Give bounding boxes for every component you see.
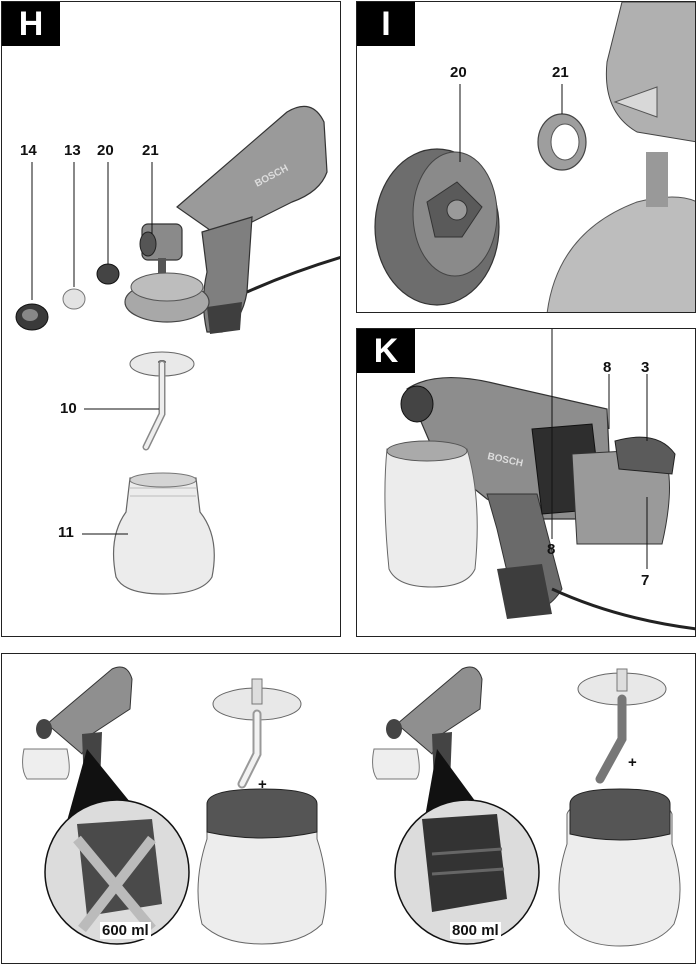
label-i-21: 21: [552, 64, 569, 81]
label-10: 10: [60, 400, 77, 417]
plus-left: +: [258, 776, 267, 793]
panel-i-tag: I: [357, 2, 415, 46]
plus-right: +: [628, 754, 637, 771]
panel-h-tag: H: [2, 2, 60, 46]
panel-h: H BOSCH: [1, 1, 341, 637]
label-11: 11: [58, 524, 74, 541]
gun-front-closeup-illustration: [546, 2, 695, 312]
capacity-800-label: 800 ml: [450, 922, 501, 939]
tube-with-disc-left-illustration: [212, 678, 302, 789]
panel-k-tag: K: [357, 329, 415, 373]
label-i-20: 20: [450, 64, 467, 81]
small-gun-left-illustration: [22, 666, 133, 786]
small-gun-right-illustration: [372, 666, 483, 786]
container-800-illustration: [558, 788, 681, 947]
nozzle-20-closeup-illustration: [374, 148, 500, 306]
container-600-illustration: [197, 788, 327, 945]
capacity-600-label: 600 ml: [100, 922, 151, 939]
nozzle-13-illustration: [62, 288, 86, 310]
label-20: 20: [97, 142, 114, 159]
tube-with-disc-right-illustration: [577, 668, 667, 784]
panel-bottom-illustration: [22, 666, 681, 947]
ring-21-closeup-illustration: [537, 113, 587, 171]
panel-k-illustration: BOSCH: [384, 329, 695, 631]
panel-i: I 20 21: [356, 1, 696, 313]
suction-tube-10-illustration: [129, 351, 195, 451]
label-k-8-bottom: 8: [547, 541, 556, 558]
ring-14-illustration: [15, 303, 49, 331]
nozzle-20-illustration: [96, 263, 120, 285]
container-11-illustration: [112, 472, 215, 595]
label-k-8-top: 8: [603, 359, 612, 376]
panel-bottom: 600 ml + 800 ml +: [1, 653, 696, 964]
label-k-3: 3: [641, 359, 650, 376]
label-14: 14: [20, 142, 37, 159]
panel-i-illustration: [374, 2, 695, 312]
zoom-circle-right-illustration: [394, 799, 540, 945]
label-21: 21: [142, 142, 159, 159]
label-13: 13: [64, 142, 81, 159]
spray-gun-open-illustration: BOSCH: [384, 377, 695, 631]
panel-h-illustration: BOSCH: [15, 105, 340, 595]
spray-gun-illustration: BOSCH: [124, 105, 340, 334]
panel-k: K BOSCH 8 3 8 7: [356, 328, 696, 637]
zoom-circle-left-illustration: [44, 799, 190, 945]
label-k-7: 7: [641, 572, 650, 589]
